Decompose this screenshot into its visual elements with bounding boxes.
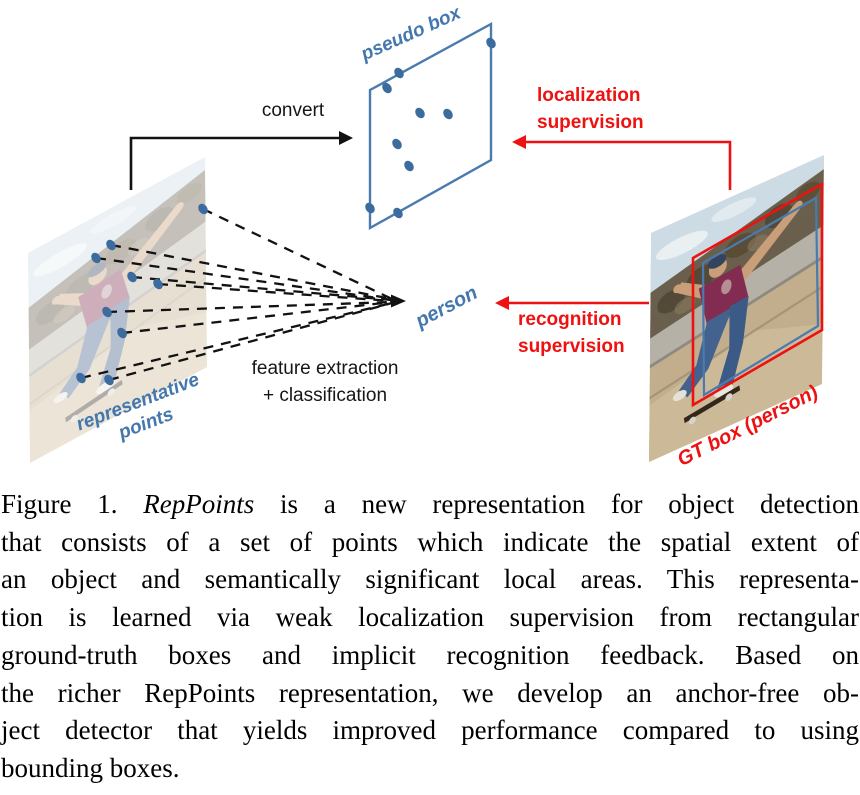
caption-line1-rest: is a new representation for object detec… [254, 489, 859, 519]
caption-line: ject detector that yields improved perfo… [1, 715, 859, 746]
caption-line: bounding boxes. [1, 752, 180, 783]
representative-point-dots [76, 203, 208, 386]
recognition-line2: supervision [518, 336, 625, 357]
feature-extraction-label: feature extraction + classification [226, 355, 424, 409]
recognition-arrow [495, 296, 649, 310]
pseudo-point [443, 108, 453, 120]
recognition-arrowhead-icon [495, 296, 509, 310]
caption-line: that consists of a set of points which i… [1, 526, 859, 557]
pseudo-box [365, 21, 496, 231]
caption-line: tion is learned via weak localization su… [1, 602, 859, 633]
projection-arrowhead-icon [391, 294, 406, 308]
caption-line: Figure 1. RepPoints is a new representat… [1, 486, 859, 524]
dashed-projection-lines [80, 207, 393, 382]
pseudo-box-on-image [701, 196, 820, 397]
caption-figure-number: Figure 1. [1, 489, 144, 519]
representative-point [104, 374, 114, 386]
representative-point [106, 239, 116, 251]
figure-diagram: convert pseudo box localization supervis… [0, 3, 860, 482]
feature-line2: + classification [262, 385, 388, 406]
feature-line1: feature extraction [251, 358, 399, 379]
pseudo-point [393, 207, 403, 219]
recognition-supervision-label: recognition supervision [518, 306, 625, 360]
localization-line2: supervision [537, 112, 644, 133]
representative-point [127, 271, 137, 283]
right-photo [649, 155, 824, 462]
localization-line1: localization [537, 85, 641, 106]
caption-line: an object and semantically significant l… [1, 564, 859, 595]
pseudo-point [415, 107, 425, 119]
convert-arrow [129, 131, 353, 190]
convert-label: convert [261, 100, 325, 121]
pseudo-point [392, 138, 402, 150]
gt-box [691, 181, 824, 408]
caption-reppoints-italic: RepPoints [143, 489, 255, 519]
localization-supervision-label: localization supervision [537, 82, 644, 136]
figure-caption: Figure 1. RepPoints is a new representat… [0, 486, 860, 788]
pseudo-point [404, 160, 414, 172]
representative-point [102, 306, 112, 318]
recognition-line1: recognition [518, 309, 622, 330]
representative-point [153, 278, 163, 290]
representative-point [91, 252, 101, 264]
pseudo-point [486, 37, 496, 49]
representative-point [198, 203, 208, 215]
pseudo-point [365, 202, 375, 214]
pseudo-box-dots [365, 37, 496, 219]
diagram-canvas [0, 21, 860, 482]
representative-point [76, 372, 86, 384]
localization-arrowhead-icon [512, 135, 526, 149]
localization-arrow [512, 135, 732, 190]
caption-line: ground-truth boxes and implicit recognit… [1, 639, 859, 670]
convert-arrowhead-icon [339, 131, 353, 145]
pseudo-point [382, 82, 392, 94]
caption-line: the richer RepPoints representation, we … [1, 677, 859, 708]
representative-point [117, 327, 127, 339]
pseudo-point [394, 67, 404, 79]
